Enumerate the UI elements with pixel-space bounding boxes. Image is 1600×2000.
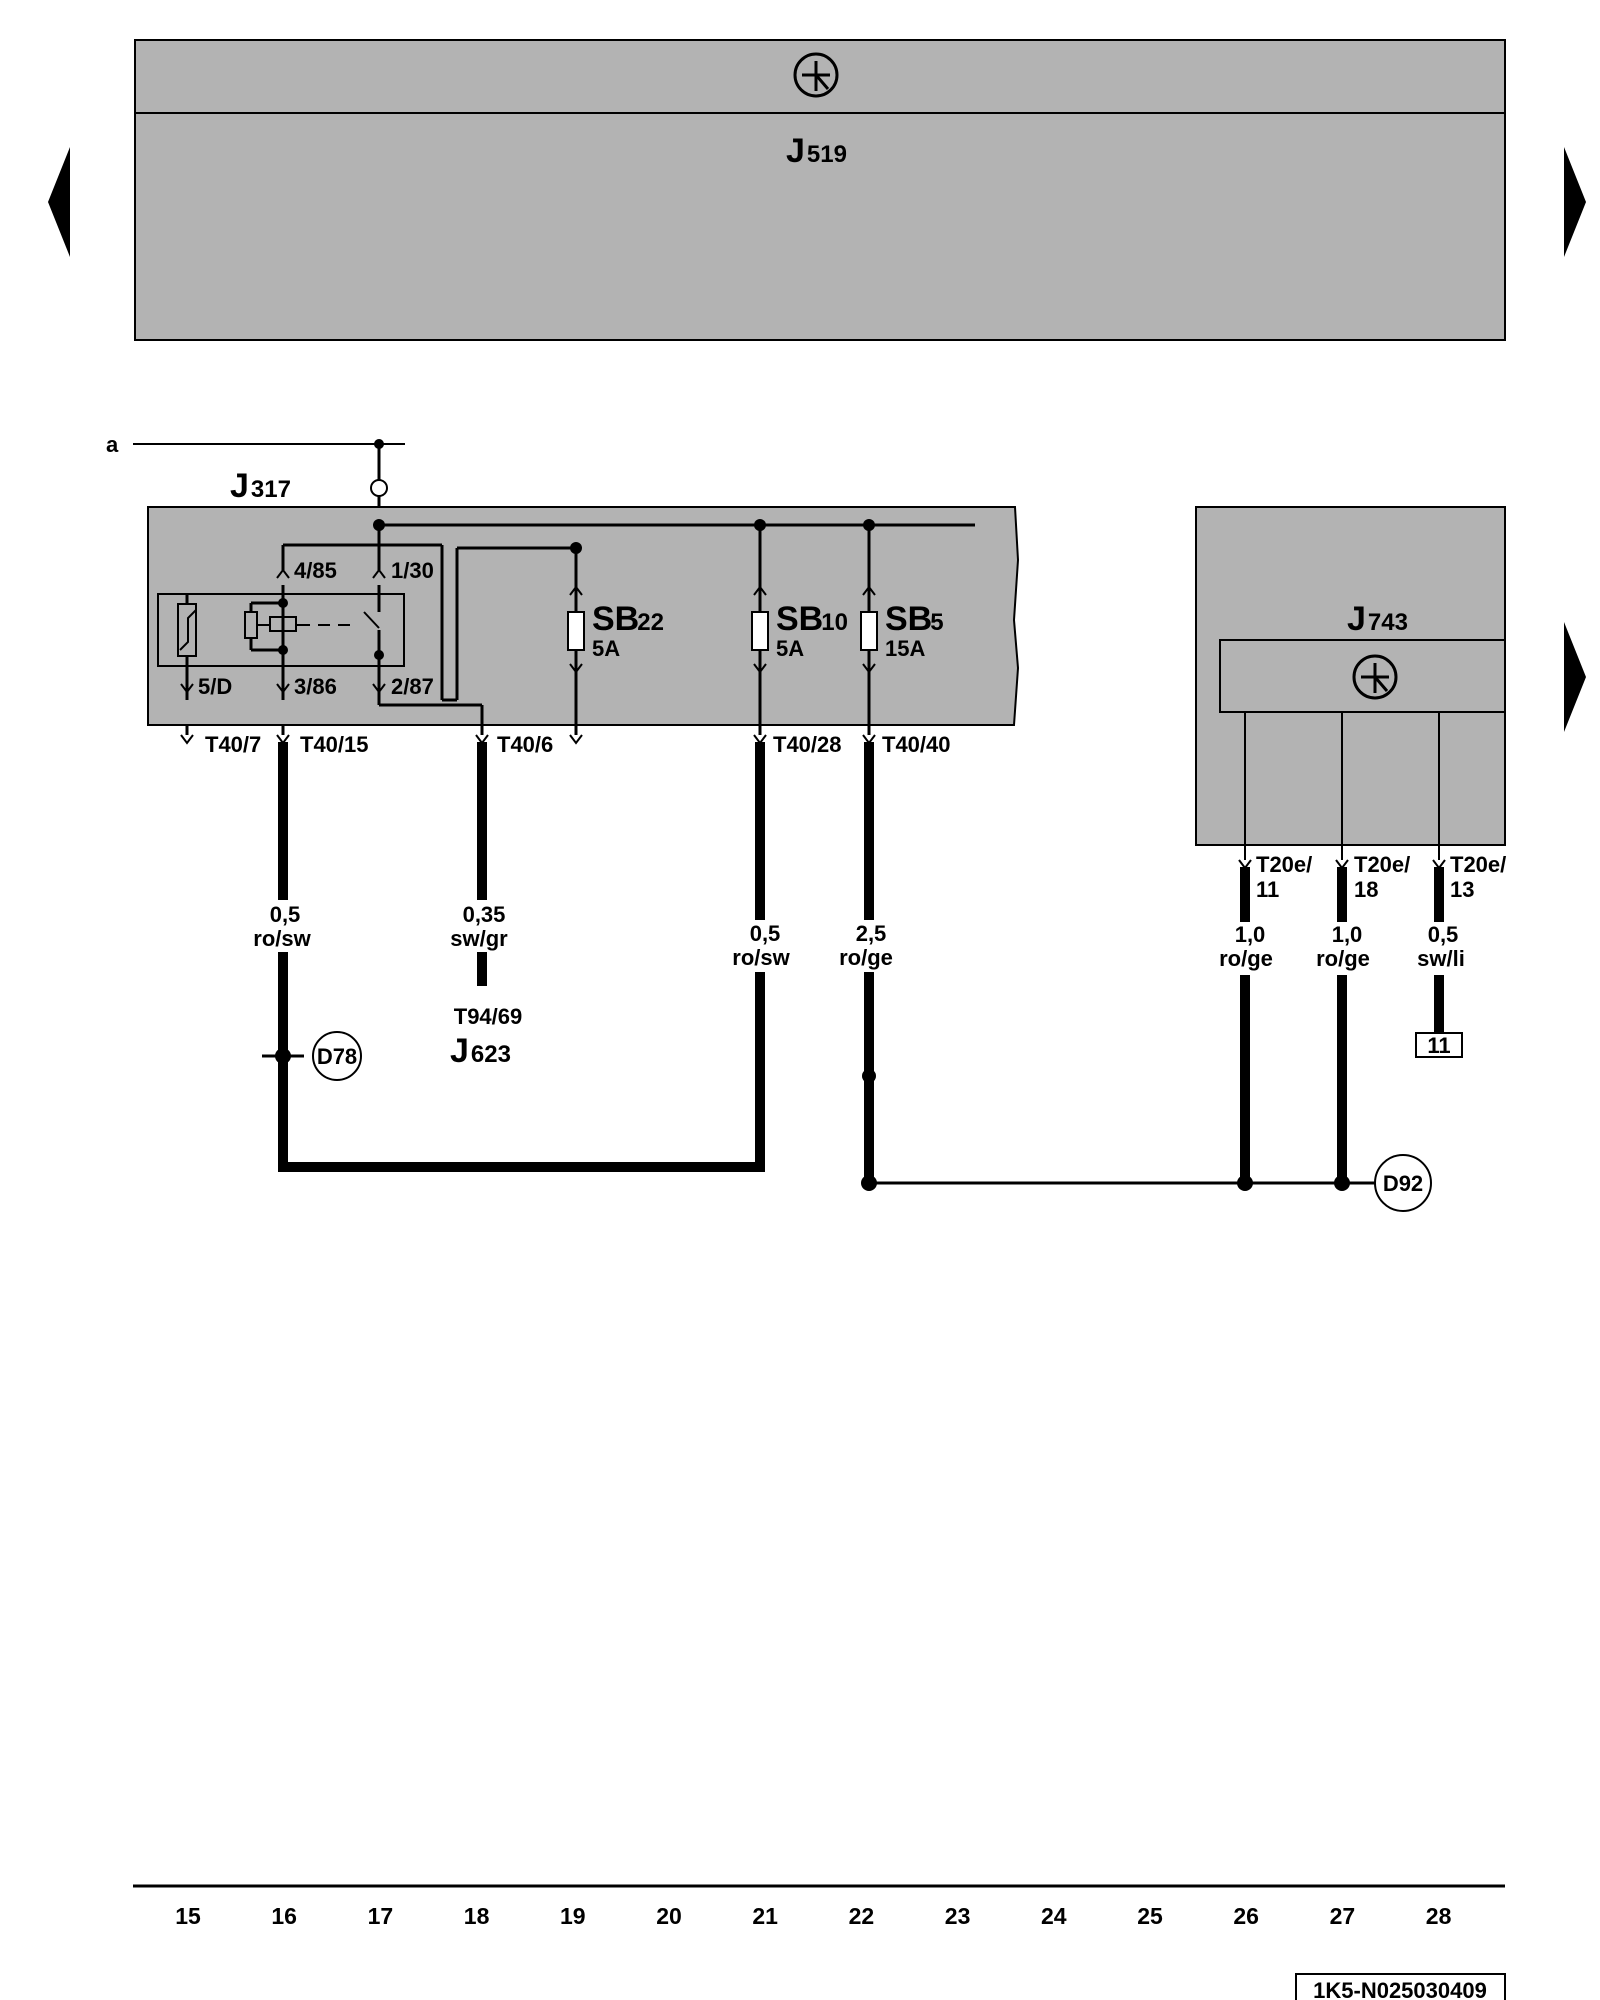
- pin-3-86-label: 3/86: [294, 674, 337, 699]
- wire-w16-color: ro/sw: [253, 926, 311, 951]
- wire-w27-color: ro/ge: [1316, 946, 1370, 971]
- svg-text:J317: J317: [230, 467, 291, 505]
- j317-relay-module: J317: [147, 467, 1020, 735]
- line-a-label: a: [106, 432, 119, 457]
- pin-4-85-label: 4/85: [294, 558, 337, 583]
- connector-t20e-11-top: T20e/: [1256, 852, 1312, 877]
- connector-t20e-11-bottom: 11: [1256, 877, 1279, 902]
- connector-t40-6: T40/6: [497, 732, 553, 757]
- connector-t40-28: T40/28: [773, 732, 842, 757]
- wire-w28-size: 0,5: [1428, 922, 1459, 947]
- j623-number: 623: [471, 1041, 511, 1068]
- j743-letter: J: [1347, 600, 1366, 638]
- column-number: 20: [656, 1903, 682, 1929]
- sb5-rating: 15A: [885, 636, 925, 661]
- next-section-arrow-icon[interactable]: [1564, 622, 1586, 732]
- svg-text:SB22: SB22: [592, 600, 664, 638]
- j317-number: 317: [251, 476, 291, 503]
- ground-d78-label: D78: [317, 1044, 357, 1069]
- j317-letter: J: [230, 467, 249, 505]
- column-number: 18: [464, 1903, 490, 1929]
- control-unit-symbol-icon: [793, 52, 839, 98]
- pin-5-d-label: 5/D: [198, 674, 232, 699]
- column-number: 19: [560, 1903, 586, 1929]
- svg-text:SB10: SB10: [776, 600, 848, 638]
- wire-w27-size: 1,0: [1332, 922, 1363, 947]
- column-number: 17: [368, 1903, 394, 1929]
- column-number: 22: [849, 1903, 875, 1929]
- column-number: 21: [752, 1903, 778, 1929]
- connector-t40-40: T40/40: [882, 732, 951, 757]
- j519-control-unit: J519: [134, 39, 1506, 341]
- j743-number: 743: [1368, 609, 1408, 636]
- j519-number: 519: [807, 141, 847, 168]
- wire-w21-size: 0,5: [750, 921, 781, 946]
- column-number: 28: [1426, 1903, 1452, 1929]
- svg-text:J743: J743: [1347, 600, 1408, 638]
- pin-1-30-label: 1/30: [391, 558, 434, 583]
- sb5-number: 5: [930, 609, 943, 636]
- j623-letter: J: [450, 1032, 469, 1070]
- svg-text:J519: J519: [786, 132, 847, 170]
- column-number: 24: [1041, 1903, 1067, 1929]
- sb22-rating: 5A: [592, 636, 620, 661]
- reference-box-11: 11: [1427, 1033, 1450, 1058]
- document-code: 1K5-N025030409: [1313, 1978, 1487, 2000]
- connector-t94-69: T94/69: [454, 1004, 523, 1029]
- wire-w26-color: ro/ge: [1219, 946, 1273, 971]
- connector-t20e-18-top: T20e/: [1354, 852, 1410, 877]
- pin-2-87-label: 2/87: [391, 674, 434, 699]
- wire-w22-size: 2,5: [856, 921, 887, 946]
- connector-t20e-18-bottom: 18: [1354, 877, 1378, 902]
- sb22-name: SB: [592, 600, 639, 638]
- connector-t20e-13-top: T20e/: [1450, 852, 1506, 877]
- column-number: 23: [945, 1903, 971, 1929]
- column-number: 27: [1330, 1903, 1356, 1929]
- wire-w21-color: ro/sw: [732, 945, 790, 970]
- wire-w18-color: sw/gr: [450, 926, 508, 951]
- sb10-name: SB: [776, 600, 823, 638]
- wire-w28-color: sw/li: [1417, 946, 1465, 971]
- sb10-rating: 5A: [776, 636, 804, 661]
- prev-page-arrow-icon[interactable]: [48, 147, 70, 257]
- j519-letter: J: [786, 132, 805, 170]
- sb10-number: 10: [821, 609, 848, 636]
- wire-w22-color: ro/ge: [839, 945, 893, 970]
- connector-t40-15: T40/15: [300, 732, 369, 757]
- column-number: 16: [271, 1903, 297, 1929]
- sb5-name: SB: [885, 600, 932, 638]
- next-page-arrow-icon[interactable]: [1564, 147, 1586, 257]
- connector-t40-7: T40/7: [205, 732, 261, 757]
- wire-w26-size: 1,0: [1235, 922, 1266, 947]
- wire-w16-size: 0,5: [270, 902, 301, 927]
- j743-control-unit-symbol-icon: [1352, 654, 1398, 700]
- column-number: 25: [1137, 1903, 1163, 1929]
- svg-text:J623: J623: [450, 1032, 511, 1070]
- sb22-number: 22: [637, 609, 664, 636]
- column-number: 26: [1233, 1903, 1259, 1929]
- j743-control-unit: J743: [1195, 506, 1506, 860]
- column-numbers: 15 16 17 18 19 20 21 22 23 24 25 26 27 28: [175, 1903, 1451, 1929]
- ground-d92-label: D92: [1383, 1171, 1423, 1196]
- connector-t20e-13-bottom: 13: [1450, 877, 1474, 902]
- svg-text:SB5: SB5: [885, 600, 944, 638]
- wire-w18-size: 0,35: [463, 902, 506, 927]
- column-number: 15: [175, 1903, 201, 1929]
